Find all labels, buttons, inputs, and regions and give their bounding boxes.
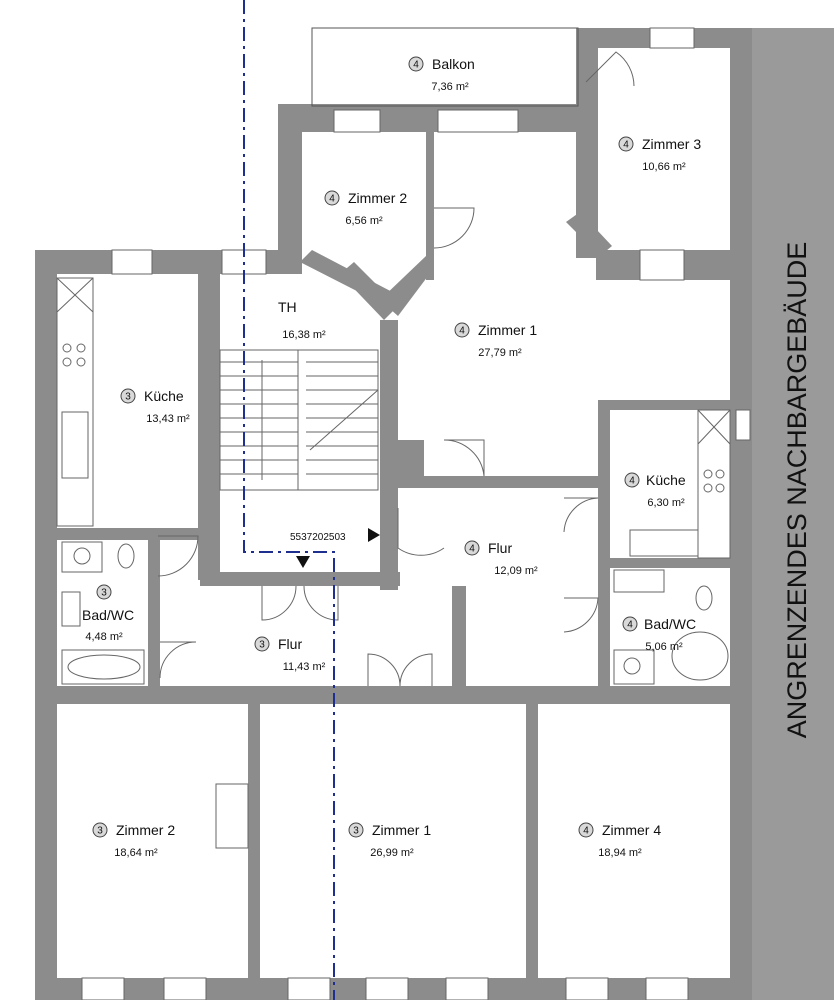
svg-text:4,48 m²: 4,48 m² [85,631,123,643]
bathroom-fixtures [61,541,729,685]
svg-text:4: 4 [329,194,335,205]
room-label-badwc-unit4: 4 Bad/WC 5,06 m² [622,616,696,653]
kitchen-fixtures [56,277,731,559]
marker-right-icon [368,528,380,542]
svg-text:27,79 m²: 27,79 m² [478,347,522,359]
room-label-zimmer4-unit4: 4 Zimmer 4 18,94 m² [578,822,661,859]
room-label-kueche-unit4: 4 Küche 6,30 m² [624,472,686,509]
room-label-balkon: 4 Balkon 7,36 m² [408,56,475,93]
neighbor-building [752,28,834,1000]
room-label-kueche-unit3: 3 Küche 13,43 m² [120,388,190,425]
svg-text:18,64 m²: 18,64 m² [114,847,158,859]
svg-text:4: 4 [469,544,475,555]
svg-text:Zimmer 3: Zimmer 3 [642,136,701,152]
room-label-zimmer1-unit4: 4 Zimmer 1 27,79 m² [454,322,537,359]
svg-text:Zimmer 4: Zimmer 4 [602,822,661,838]
diagonal-wall-zimmer3 [566,212,612,256]
svg-text:12,09 m²: 12,09 m² [494,565,538,577]
reference-code: 5537202503 [290,532,346,543]
svg-text:5,06 m²: 5,06 m² [645,641,683,653]
svg-text:Flur: Flur [278,636,302,652]
room-label-badwc-unit3: 3 Bad/WC 4,48 m² [82,584,134,643]
svg-text:6,30 m²: 6,30 m² [647,497,685,509]
svg-text:4: 4 [413,60,419,71]
room-label-zimmer1-unit3: 3 Zimmer 1 26,99 m² [348,822,431,859]
svg-text:3: 3 [125,392,131,403]
svg-text:11,43 m²: 11,43 m² [283,661,326,673]
svg-text:Bad/WC: Bad/WC [82,607,134,623]
windows [81,27,751,1000]
svg-text:6,56 m²: 6,56 m² [345,215,383,227]
svg-text:4: 4 [459,326,465,337]
svg-text:4: 4 [623,140,629,151]
svg-text:Zimmer 2: Zimmer 2 [348,190,407,206]
room-label-flur-unit4: 4 Flur 12,09 m² [464,540,538,577]
diagonal-wall-zimmer2-right [380,256,434,316]
staircase [219,349,379,491]
svg-text:Küche: Küche [646,472,686,488]
room-label-th: TH 16,38 m² [278,299,326,341]
svg-text:Flur: Flur [488,540,512,556]
svg-text:TH: TH [278,299,297,315]
svg-text:18,94 m²: 18,94 m² [598,847,642,859]
svg-text:16,38 m²: 16,38 m² [282,329,326,341]
room-label-flur-unit3: 3 Flur 11,43 m² [254,636,326,673]
svg-text:13,43 m²: 13,43 m² [146,413,190,425]
svg-text:10,66 m²: 10,66 m² [642,161,686,173]
svg-text:4: 4 [583,826,589,837]
balcony-outline [311,27,579,107]
svg-text:Zimmer 2: Zimmer 2 [116,822,175,838]
svg-text:4: 4 [629,476,635,487]
doors [157,51,635,849]
neighbor-building-label: ANGRENZENDES NACHBARGEBÄUDE [782,242,812,739]
svg-text:7,36 m²: 7,36 m² [431,81,469,93]
svg-text:Zimmer 1: Zimmer 1 [478,322,537,338]
svg-text:3: 3 [353,826,359,837]
room-label-zimmer3-unit4: 4 Zimmer 3 10,66 m² [618,136,701,173]
svg-text:3: 3 [259,640,265,651]
diagonal-wall-th [340,262,398,320]
marker-down-icon [296,556,310,568]
svg-text:4: 4 [627,620,633,631]
svg-text:Zimmer 1: Zimmer 1 [372,822,431,838]
svg-text:3: 3 [97,826,103,837]
svg-text:Küche: Küche [144,388,184,404]
svg-text:26,99 m²: 26,99 m² [370,847,414,859]
svg-text:3: 3 [101,588,107,599]
room-label-zimmer2-unit3: 3 Zimmer 2 18,64 m² [92,822,175,859]
axis-line [243,0,335,1000]
svg-text:Bad/WC: Bad/WC [644,616,696,632]
svg-text:Balkon: Balkon [432,56,475,72]
room-label-zimmer2-unit4: 4 Zimmer 2 6,56 m² [324,190,407,227]
